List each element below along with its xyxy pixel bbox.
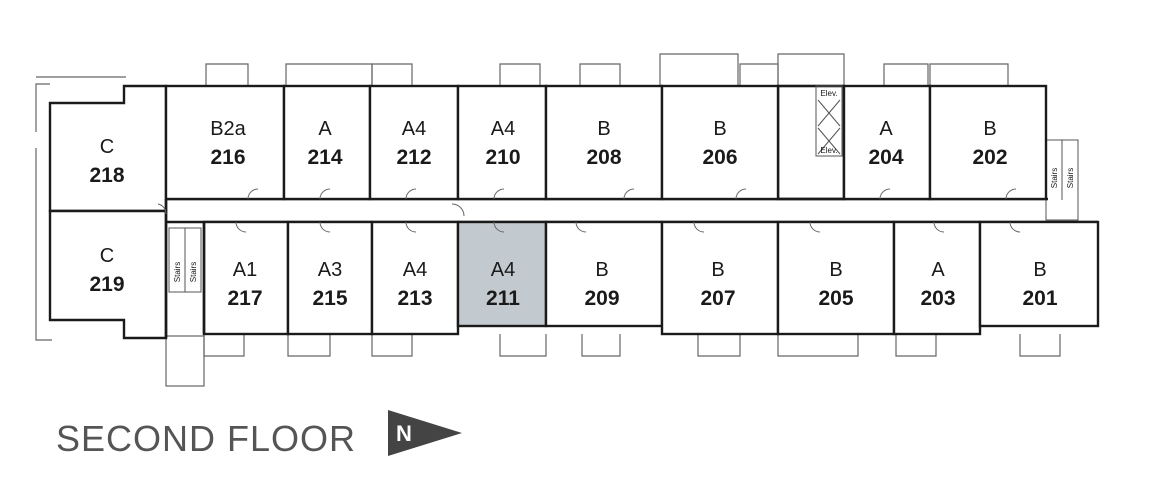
unit-211[interactable]: A4 211 (456, 220, 548, 328)
unit-number-label: 214 (307, 146, 342, 169)
unit-type-label: B (829, 259, 842, 281)
unit-209[interactable]: B 209 (544, 220, 664, 328)
core-labels: Elev. Elev. Stairs Stairs Stairs Stairs (173, 89, 1075, 282)
unit-217[interactable]: A1 217 (202, 220, 290, 336)
unit-type-label: A3 (318, 259, 342, 281)
unit-213[interactable]: A4 213 (370, 220, 460, 336)
unit-206[interactable]: B 206 (660, 84, 780, 201)
unit-type-label: B (595, 259, 608, 281)
unit-type-label: B2a (210, 118, 246, 140)
unit-type-label: B (1033, 259, 1046, 281)
unit-type-label: A (879, 118, 893, 140)
unit-number-label: 213 (397, 287, 432, 310)
unit-number-label: 216 (210, 146, 245, 169)
unit-219[interactable]: C 219 (48, 209, 168, 340)
balconies (35, 53, 1061, 357)
unit-214[interactable]: A 214 (282, 84, 372, 201)
door-swings (157, 188, 1021, 233)
elevator-label: Elev. (820, 146, 837, 155)
unit-208[interactable]: B 208 (544, 84, 664, 201)
unit-type-label: C (100, 136, 114, 158)
unit-207[interactable]: B 207 (660, 220, 780, 336)
unit-type-label: A4 (402, 118, 426, 140)
unit-number-label: 209 (584, 287, 619, 310)
unit-number-label: 210 (485, 146, 520, 169)
unit-number-label: 219 (89, 273, 124, 296)
unit-type-label: B (711, 259, 724, 281)
unit-number-label: 211 (486, 287, 520, 310)
unit-number-label: 217 (227, 287, 262, 310)
unit-type-label: B (713, 118, 726, 140)
stairs-label: Stairs (173, 262, 182, 282)
unit-number-label: 205 (818, 287, 853, 310)
unit-type-label: B (983, 118, 996, 140)
floor-title: SECOND FLOOR (56, 418, 356, 459)
unit-216[interactable]: B2a 216 (164, 84, 286, 201)
unit-type-label: A1 (233, 259, 257, 281)
north-arrow-icon: N (388, 410, 462, 456)
stairs-label: Stairs (1050, 168, 1059, 188)
unit-212[interactable]: A4 212 (368, 84, 460, 201)
unit-type-label: A (318, 118, 332, 140)
unit-type-label: B (597, 118, 610, 140)
unit-205[interactable]: B 205 (776, 220, 896, 336)
unit-203[interactable]: A 203 (892, 220, 982, 336)
stairs-label: Stairs (1066, 168, 1075, 188)
unit-number-label: 207 (700, 287, 735, 310)
unit-number-label: 215 (312, 287, 347, 310)
unit-number-label: 208 (586, 146, 621, 169)
unit-type-label: C (100, 245, 114, 267)
unit-210[interactable]: A4 210 (456, 84, 548, 201)
unit-218[interactable]: C 218 (48, 84, 168, 213)
elevator-label: Elev. (820, 89, 837, 98)
unit-number-label: 204 (868, 146, 903, 169)
unit-number-label: 203 (920, 287, 955, 310)
unit-type-label: A4 (491, 259, 515, 281)
unit-201[interactable]: B 201 (978, 220, 1100, 328)
unit-number-label: 202 (972, 146, 1007, 169)
unit-number-label: 218 (89, 164, 124, 187)
unit-number-label: 206 (702, 146, 737, 169)
unit-215[interactable]: A3 215 (286, 220, 374, 336)
outer-shell (164, 199, 206, 338)
unit-type-label: A4 (491, 118, 515, 140)
stairs-label: Stairs (189, 262, 198, 282)
north-label: N (396, 421, 412, 446)
unit-type-label: A (931, 259, 945, 281)
unit-type-label: A4 (403, 259, 427, 281)
unit-204[interactable]: A 204 (842, 84, 932, 201)
unit-number-label: 201 (1022, 287, 1057, 310)
unit-number-label: 212 (396, 146, 431, 169)
unit-202[interactable]: B 202 (928, 84, 1048, 201)
